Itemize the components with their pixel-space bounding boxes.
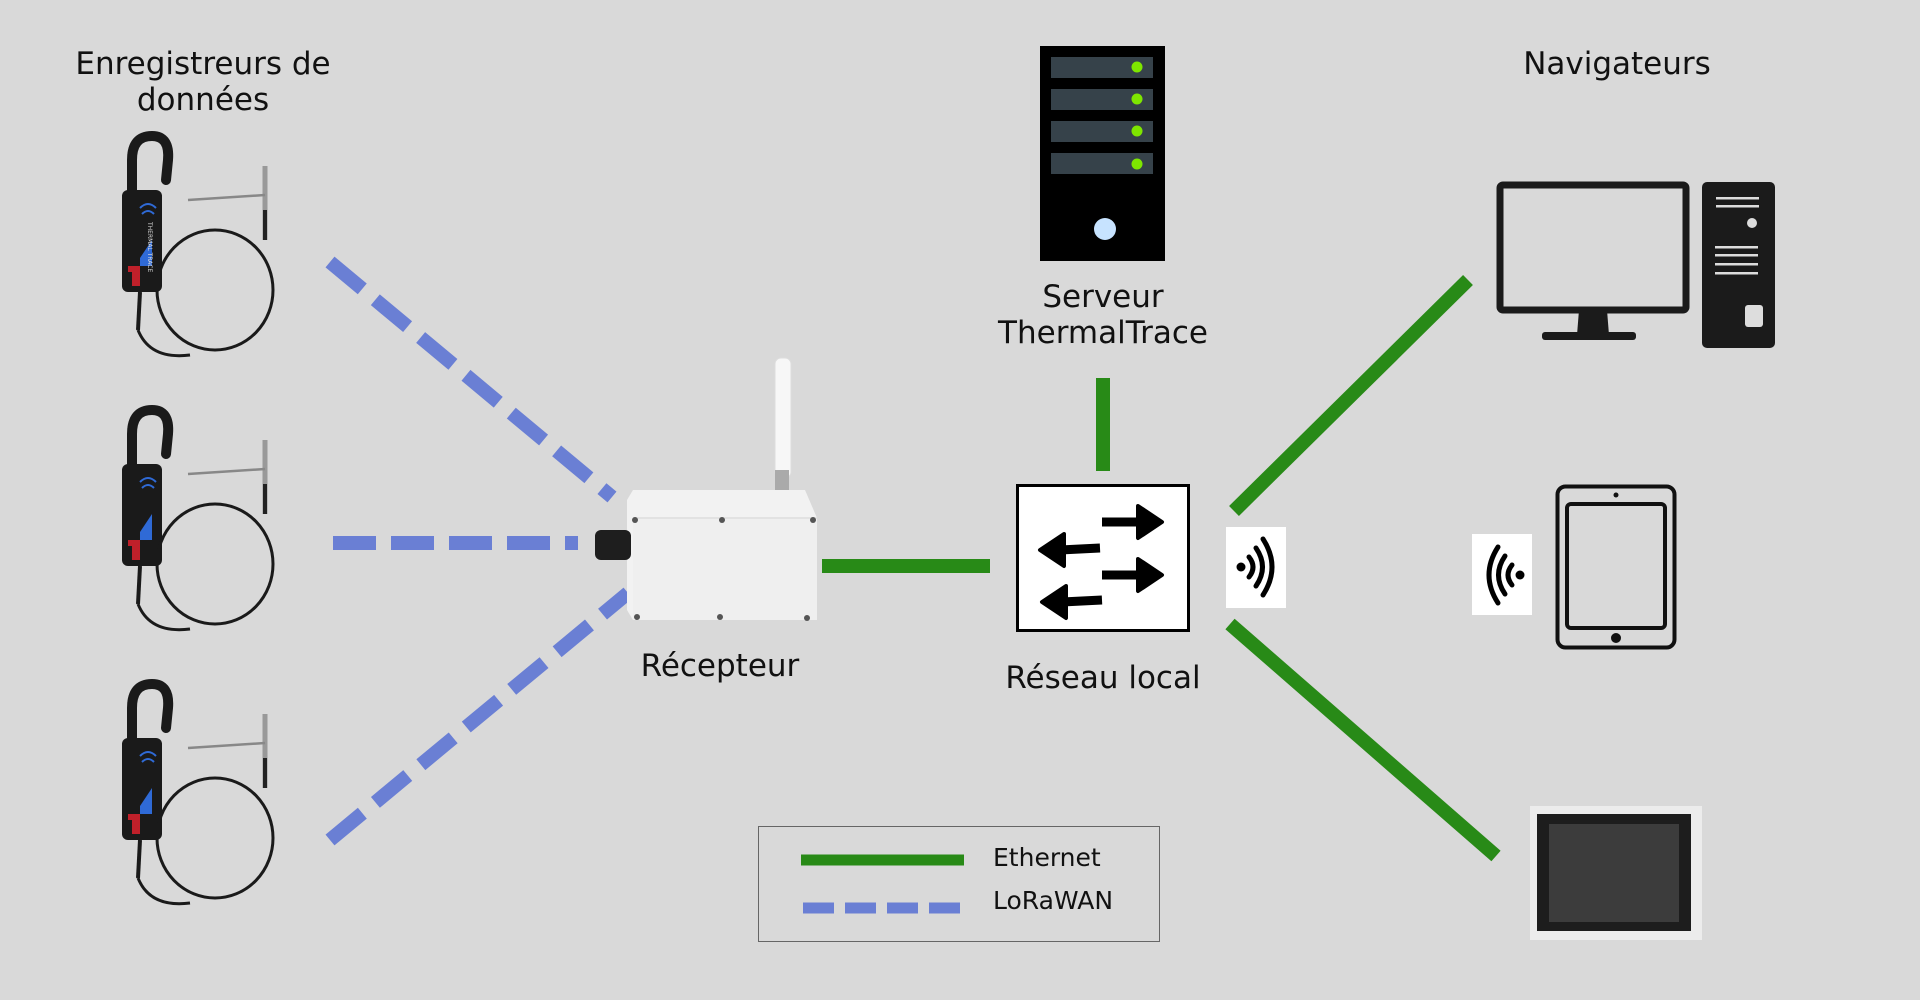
data-logger-2[interactable]	[110, 404, 290, 644]
switch-label: Réseau local	[1005, 660, 1201, 696]
legend: Ethernet LoRaWAN	[758, 826, 1160, 942]
receiver-label: Récepteur	[640, 648, 800, 684]
logger-brand-text: THERMAL TRACE	[146, 221, 153, 272]
server-icon	[1040, 46, 1165, 261]
data-logger-icon: THERMAL TRACE	[122, 130, 275, 358]
lorawan-link-logger-1	[325, 256, 617, 503]
lorawan-link-logger-3	[325, 587, 633, 846]
data-logger-1[interactable]: THERMAL TRACE	[110, 130, 290, 370]
legend-lorawan-label: LoRaWAN	[993, 886, 1114, 915]
loggers-title-line2: données	[136, 82, 270, 118]
legend-swatches	[801, 854, 964, 914]
touch-panel-icon	[1530, 806, 1702, 940]
network-switch[interactable]	[1016, 484, 1190, 632]
receiver-icon	[595, 357, 817, 621]
tablet[interactable]	[1555, 484, 1677, 650]
desktop-computer-icon	[1496, 181, 1775, 348]
server-label: Serveur ThermalTrace	[953, 279, 1253, 351]
browsers-title: Navigateurs	[1523, 46, 1711, 82]
desktop-computer[interactable]	[1495, 180, 1780, 350]
data-logger-icon	[122, 404, 275, 632]
ethernet-link-switch-panel	[1225, 618, 1501, 862]
switch-arrows-icon	[1016, 484, 1190, 632]
tablet-icon	[1555, 484, 1677, 650]
data-logger-icon	[122, 678, 275, 906]
ethernet-link-switch-computer	[1229, 275, 1473, 516]
legend-ethernet-label: Ethernet	[993, 843, 1101, 872]
loggers-title: Enregistreurs de données	[53, 46, 353, 118]
power-button-icon	[1094, 218, 1116, 240]
touch-panel[interactable]	[1530, 806, 1702, 940]
status-led	[1131, 93, 1143, 105]
server-label-line2: ThermalTrace	[998, 315, 1208, 351]
receiver-device[interactable]	[585, 350, 825, 630]
status-led	[1131, 158, 1143, 170]
status-led	[1131, 125, 1143, 137]
server-device[interactable]	[1040, 46, 1166, 262]
wifi-icon	[1226, 527, 1286, 608]
loggers-title-line1: Enregistreurs de	[75, 46, 331, 82]
wifi-icon-tablet	[1472, 534, 1532, 615]
data-logger-3[interactable]	[110, 678, 290, 918]
status-led	[1131, 61, 1143, 73]
server-label-line1: Serveur	[1042, 279, 1164, 315]
